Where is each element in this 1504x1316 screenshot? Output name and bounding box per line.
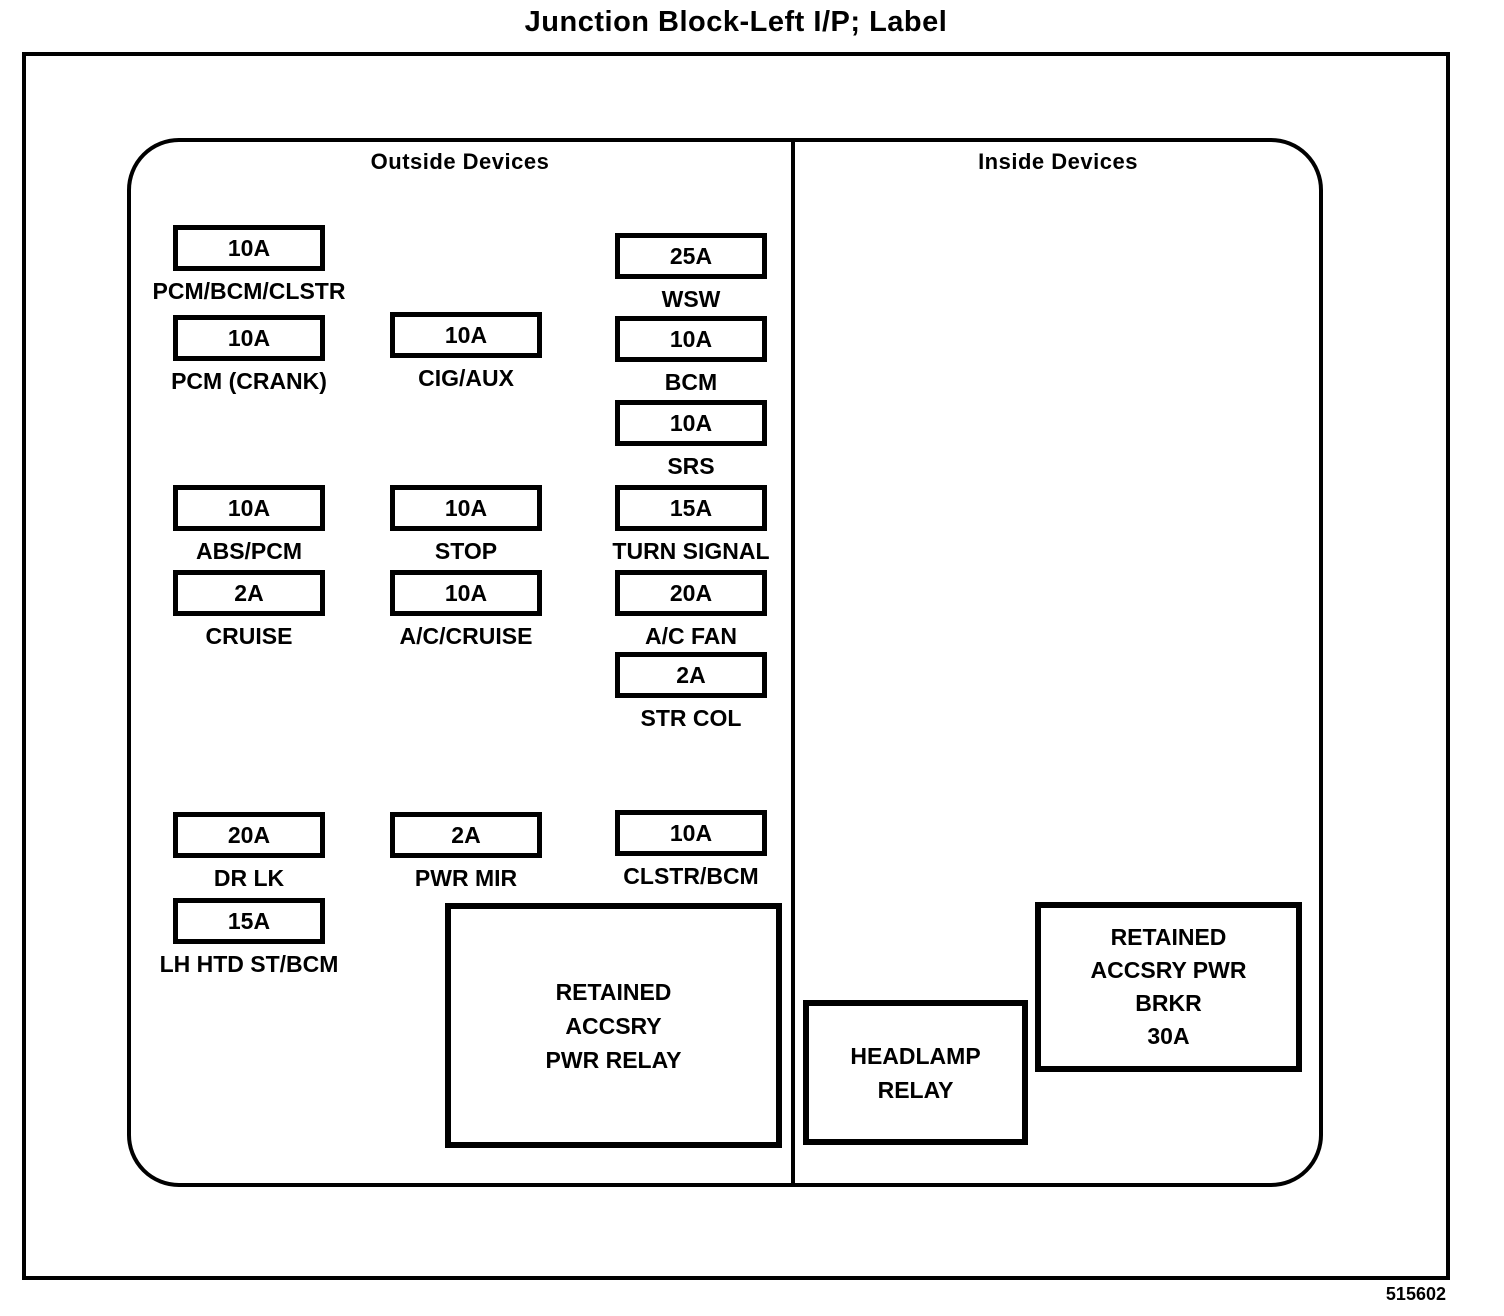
breaker-line: RETAINED	[1110, 924, 1227, 950]
fuse-label: CIG/AUX	[418, 365, 514, 391]
fuse-amp-box: 10A	[390, 485, 542, 531]
fuse-stop: 10A STOP	[356, 485, 576, 565]
fuse-label: LH HTD ST/BCM	[159, 951, 339, 977]
figure-number: 515602	[1385, 1284, 1446, 1304]
fuse-label: CLSTR/BCM	[623, 863, 759, 889]
fuse-clstr-bcm: 10A CLSTR/BCM	[581, 810, 801, 890]
headlamp-relay-box: HEADLAMP RELAY	[803, 1000, 1028, 1145]
fuse-label: SRS	[667, 453, 715, 479]
fuse-amp-box: 20A	[615, 570, 767, 616]
fuse-label: PWR MIR	[414, 865, 518, 891]
fuse-amp-box: 20A	[173, 812, 325, 858]
fuse-amp-box: 2A	[390, 812, 542, 858]
fuse-amp: 20A	[227, 821, 271, 848]
fuse-label: A/C/CRUISE	[399, 623, 533, 649]
fuse-label: CRUISE	[205, 623, 293, 649]
fuse-label: PCM (CRANK)	[171, 368, 327, 394]
fuse-lh-htd-st-bcm: 15A LH HTD ST/BCM	[139, 898, 359, 978]
fuse-amp-box: 15A	[615, 485, 767, 531]
fuse-amp-box: 10A	[390, 570, 542, 616]
fuse-cig-aux: 10A CIG/AUX	[356, 312, 576, 392]
fuse-srs: 10A SRS	[581, 400, 801, 480]
fuse-ac-cruise: 10A A/C/CRUISE	[356, 570, 576, 650]
fuse-amp: 10A	[669, 819, 713, 846]
fuse-abs-pcm: 10A ABS/PCM	[139, 485, 359, 565]
junction-block-outline	[127, 138, 1323, 1187]
relay-line: PWR RELAY	[545, 1046, 682, 1073]
breaker-line: 30A	[1147, 1023, 1190, 1049]
fuse-wsw: 25A WSW	[581, 233, 801, 313]
fuse-dr-lk: 20A DR LK	[139, 812, 359, 892]
outside-devices-header: Outside Devices	[370, 149, 550, 174]
fuse-amp: 10A	[227, 494, 271, 521]
fuse-label: PCM/BCM/CLSTR	[152, 278, 346, 304]
retained-accsry-pwr-brkr-box: RETAINED ACCSRY PWR BRKR 30A	[1035, 902, 1302, 1072]
fuse-label: STOP	[434, 538, 498, 564]
fuse-amp: 2A	[676, 661, 706, 688]
fuse-pwr-mir: 2A PWR MIR	[356, 812, 576, 892]
fuse-amp-box: 10A	[615, 400, 767, 446]
fuse-amp: 2A	[234, 579, 264, 606]
fuse-amp-box: 15A	[173, 898, 325, 944]
fuse-amp: 10A	[444, 321, 488, 348]
fuse-label: WSW	[661, 286, 721, 312]
fuse-amp-box: 10A	[615, 810, 767, 856]
fuse-amp: 10A	[444, 579, 488, 606]
outer-border	[22, 52, 1450, 1280]
section-divider-line	[791, 140, 795, 1185]
fuse-ac-fan: 20A A/C FAN	[581, 570, 801, 650]
fuse-amp: 20A	[669, 579, 713, 606]
fuse-str-col: 2A STR COL	[581, 652, 801, 732]
fuse-pcm-bcm-clstr: 10A PCM/BCM/CLSTR	[139, 225, 359, 305]
fuse-cruise: 2A CRUISE	[139, 570, 359, 650]
fuse-amp-box: 10A	[173, 225, 325, 271]
fuse-amp: 15A	[227, 907, 271, 934]
fuse-amp-box: 10A	[390, 312, 542, 358]
fuse-label: DR LK	[213, 865, 285, 891]
fuse-amp: 25A	[669, 242, 713, 269]
fuse-amp: 10A	[444, 494, 488, 521]
fuse-amp-box: 10A	[173, 485, 325, 531]
relay-line: RETAINED	[555, 978, 672, 1005]
inside-devices-header: Inside Devices	[978, 149, 1138, 174]
fuse-pcm-crank: 10A PCM (CRANK)	[139, 315, 359, 395]
breaker-line: ACCSRY PWR	[1090, 957, 1247, 983]
fuse-amp: 15A	[669, 494, 713, 521]
fuse-amp: 10A	[669, 409, 713, 436]
fuse-turn-signal: 15A TURN SIGNAL	[581, 485, 801, 565]
fuse-amp: 10A	[227, 234, 271, 261]
relay-line: RELAY	[877, 1076, 954, 1103]
breaker-line: BRKR	[1135, 990, 1202, 1016]
fuse-label: ABS/PCM	[195, 538, 303, 564]
fuse-amp-box: 2A	[615, 652, 767, 698]
page-title: Junction Block-Left I/P; Label	[524, 6, 948, 38]
fuse-label: STR COL	[640, 705, 742, 731]
fuse-label: A/C FAN	[645, 623, 737, 649]
fuse-label: BCM	[664, 369, 718, 395]
fuse-bcm: 10A BCM	[581, 316, 801, 396]
fuse-label: TURN SIGNAL	[612, 538, 770, 564]
fuse-amp: 10A	[227, 324, 271, 351]
fuse-amp-box: 2A	[173, 570, 325, 616]
fuse-amp: 10A	[669, 325, 713, 352]
fuse-amp-box: 10A	[615, 316, 767, 362]
fuse-amp: 2A	[451, 821, 481, 848]
fuse-amp-box: 10A	[173, 315, 325, 361]
retained-accsry-pwr-relay-box: RETAINED ACCSRY PWR RELAY	[445, 903, 782, 1148]
fuse-amp-box: 25A	[615, 233, 767, 279]
relay-line: ACCSRY	[565, 1012, 662, 1039]
relay-line: HEADLAMP	[850, 1042, 981, 1069]
